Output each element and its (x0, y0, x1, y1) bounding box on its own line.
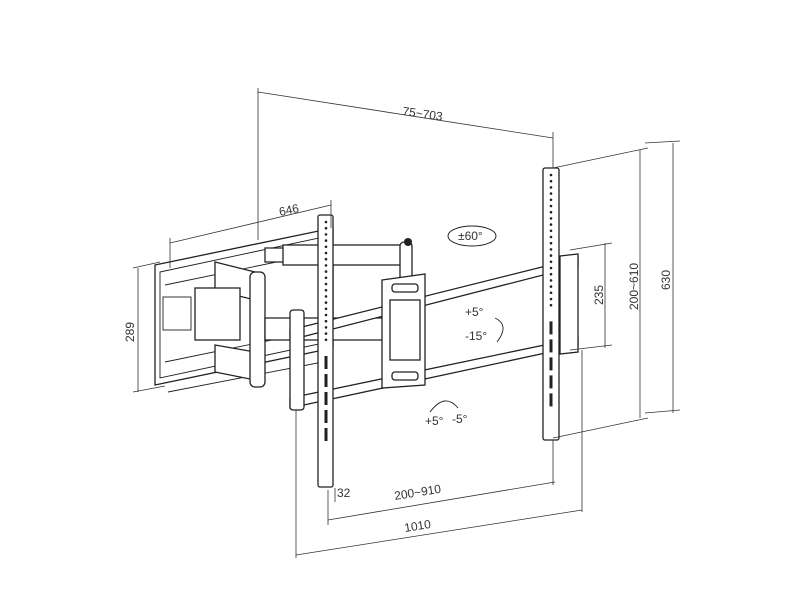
rail-hole (549, 248, 553, 251)
rail-hole (549, 204, 553, 208)
rail-hole (324, 239, 328, 242)
rail-hole (324, 288, 328, 292)
dimension-lines (132, 88, 681, 558)
dim-horizontal-vesa: 200~910 (393, 482, 442, 503)
rail-slot (549, 393, 553, 407)
rail-hole (549, 285, 553, 288)
rail-hole (549, 186, 553, 189)
rail-slot (549, 339, 553, 353)
rail-hole (324, 276, 328, 280)
rail-hole (549, 229, 553, 233)
rail-hole (324, 264, 328, 267)
rail-hole (324, 270, 328, 273)
rail-hole (324, 245, 328, 249)
rail-slot (549, 357, 553, 371)
rail-hole (549, 254, 553, 257)
center-plate (381, 273, 426, 389)
rail-hole (549, 223, 553, 226)
rail-slot (324, 392, 328, 405)
rail-hole (324, 251, 328, 255)
rail-hole (324, 226, 328, 230)
rail-hole (549, 235, 553, 239)
dim-overall-height: 630 (659, 270, 673, 290)
rail-hole (324, 301, 328, 304)
rail-hole (549, 198, 553, 202)
rail-hole (549, 297, 553, 301)
dim-overall-width: 1010 (403, 517, 432, 535)
rail-hole (324, 313, 328, 317)
rail-hole (549, 210, 553, 214)
dim-arm-width: 646 (278, 201, 301, 219)
rail-slot (324, 356, 328, 369)
rail-hole (324, 332, 328, 335)
rail-hole (324, 307, 328, 311)
dim-plate-height: 235 (592, 285, 606, 305)
rail-hole (324, 233, 328, 236)
rail-hole (549, 173, 553, 177)
dim-wall-plate-height: 289 (123, 322, 137, 342)
rail-hole (549, 266, 553, 270)
rail-slot (549, 321, 553, 335)
rail-hole (549, 217, 553, 220)
tv-rail-left (317, 214, 334, 488)
rail-hole (324, 295, 328, 298)
rail-hole (549, 241, 553, 245)
level-minus-angle: -5° (452, 412, 468, 426)
rail-slot (549, 375, 553, 389)
dim-rail-width: 32 (337, 486, 351, 500)
rail-hole (549, 291, 553, 295)
rail-slot (324, 374, 328, 387)
rail-hole (324, 326, 328, 329)
rail-hole (324, 257, 328, 261)
dim-wall-extension: 75~703 (402, 104, 444, 124)
rail-hole (549, 272, 553, 276)
rail-hole (324, 282, 328, 286)
rail-hole (324, 319, 328, 323)
rail-hole (549, 260, 553, 264)
rail-hole (549, 279, 553, 282)
rail-hole (549, 303, 553, 307)
dim-vertical-vesa: 200~610 (627, 263, 641, 310)
rail-slot (324, 428, 328, 441)
rail-hole (549, 179, 553, 183)
tilt-up-angle: +5° (465, 305, 484, 319)
rail-hole (324, 220, 328, 224)
rail-slot (324, 410, 328, 423)
rail-hole (549, 192, 553, 195)
tv-rail-right (542, 167, 560, 441)
swivel-angle: ±60° (458, 229, 483, 243)
level-plus-angle: +5° (425, 414, 444, 428)
horizontal-bars (289, 253, 579, 411)
rotation-arrows (429, 225, 504, 413)
tilt-down-angle: -15° (465, 329, 487, 343)
rail-hole (324, 338, 328, 342)
